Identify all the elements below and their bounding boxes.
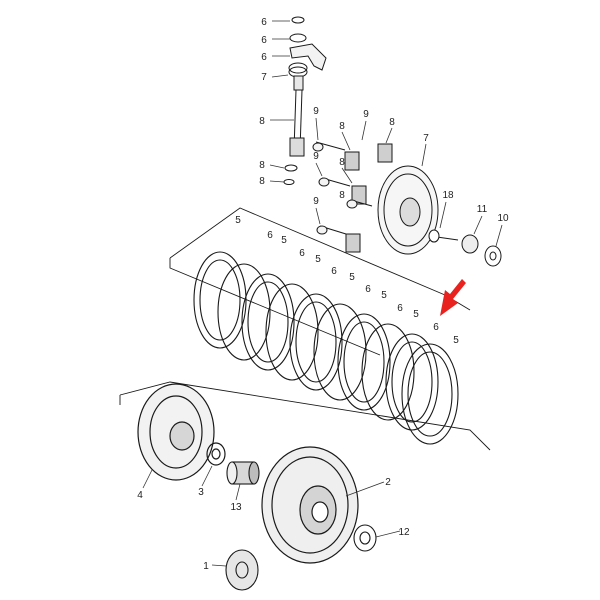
callout-13: 13: [230, 502, 242, 513]
callout-15: 6: [261, 52, 267, 63]
callout-8-a: 8: [339, 121, 345, 132]
plate-stack: [193, 251, 459, 445]
callout-6-e: 6: [397, 303, 403, 314]
callout-17: 6: [261, 17, 267, 28]
callout-11: 11: [477, 204, 488, 215]
callout-8-b: 8: [389, 117, 395, 128]
pressure-lever-assembly: [283, 16, 327, 185]
red-arrow-icon: [440, 279, 466, 316]
callout-16: 6: [261, 35, 267, 46]
callout-5-c: 5: [315, 254, 321, 265]
callout-8-d: 8: [339, 190, 345, 201]
callout-6-f: 6: [433, 322, 439, 333]
callout-8-c: 8: [339, 157, 345, 168]
callout-14: 18: [442, 190, 454, 201]
callout-9-d: 9: [313, 196, 319, 207]
callout-2: 2: [385, 477, 391, 488]
callout-9-b: 9: [363, 109, 369, 120]
callout-labels: 6 6 6 7 8 8 8 9 9 9 9 8 8 8 8 7 18 11 10…: [137, 17, 509, 572]
callout-5-f: 5: [413, 309, 419, 320]
callout-5-b: 5: [281, 235, 287, 246]
callout-1: 1: [203, 561, 209, 572]
washer: [353, 524, 377, 552]
callout-6-a: 6: [267, 230, 273, 241]
clutch-springs-and-bolts: [312, 141, 393, 253]
clutch-housing: [261, 446, 359, 564]
callout-5-e: 5: [381, 290, 387, 301]
callout-9-a: 9: [313, 106, 319, 117]
callout-6-b: 6: [299, 248, 305, 259]
callout-5-a: 5: [235, 215, 241, 226]
callout-20: 8: [259, 160, 265, 171]
callout-7: 7: [423, 133, 429, 144]
callout-10: 10: [497, 213, 509, 224]
callout-5-d: 5: [349, 272, 355, 283]
callout-3: 3: [198, 487, 204, 498]
callout-6-c: 6: [331, 266, 337, 277]
callout-21: 8: [259, 176, 265, 187]
callout-18: 7: [261, 72, 267, 83]
callout-4: 4: [137, 490, 143, 501]
clutch-boss: [137, 383, 226, 481]
callout-19: 8: [259, 116, 265, 127]
callout-6-d: 6: [365, 284, 371, 295]
callout-5-g: 5: [453, 335, 459, 346]
primary-drive-gear: [225, 549, 259, 591]
callout-12: 12: [398, 527, 410, 538]
pressure-plate: [377, 165, 439, 255]
callout-9-c: 9: [313, 151, 319, 162]
spacer: [226, 461, 260, 485]
hub-frame: [119, 381, 491, 451]
push-rod-nut-washer: [428, 229, 502, 267]
callout-leaders: [142, 20, 503, 567]
